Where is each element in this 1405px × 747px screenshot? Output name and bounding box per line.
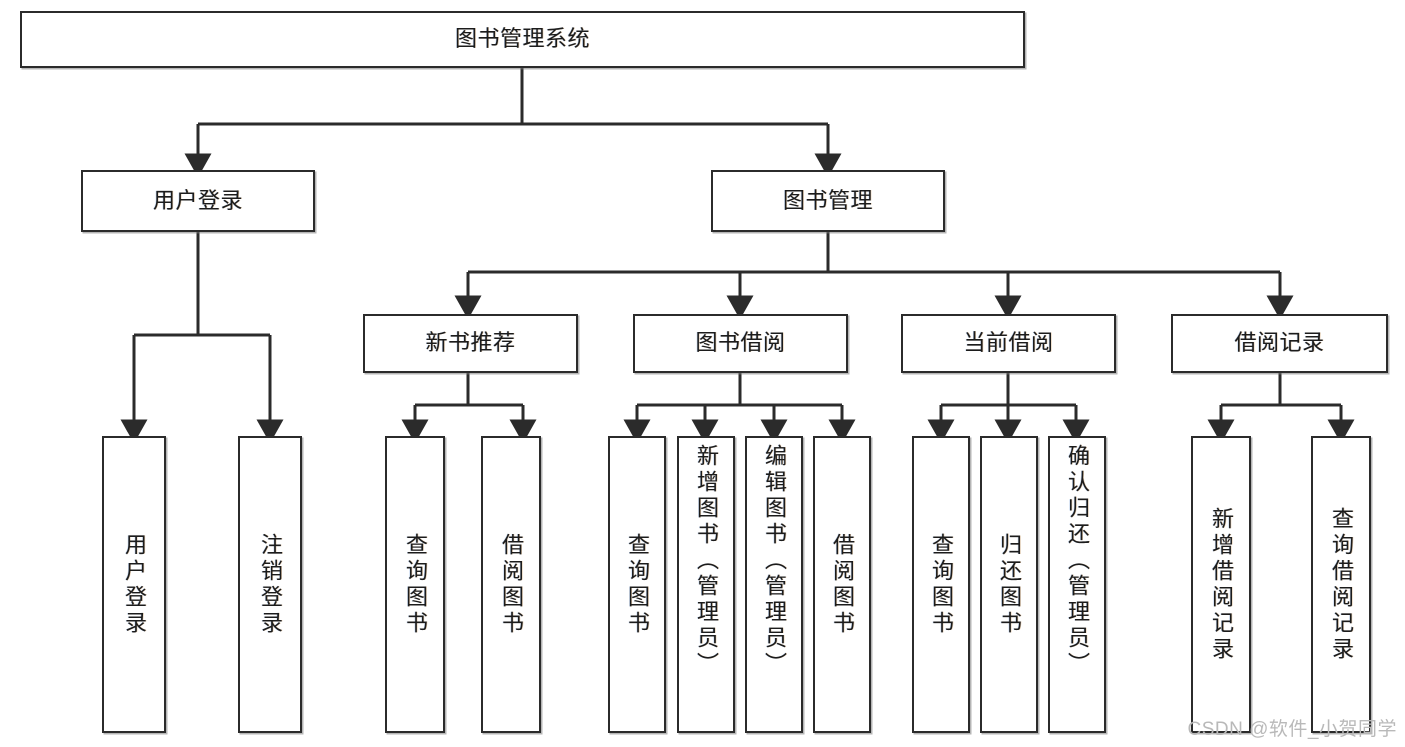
node-borrow-record[interactable]: 借阅记录: [1171, 314, 1388, 373]
node-new-book-recommend[interactable]: 新书推荐: [363, 314, 578, 373]
node-leaf-add-record-label: 新增借阅记录: [1209, 506, 1234, 663]
node-leaf-logout[interactable]: 注销登录: [238, 436, 302, 733]
node-borrow-record-label: 借阅记录: [1234, 330, 1325, 356]
node-leaf-user-login[interactable]: 用户登录: [102, 436, 166, 733]
node-book-borrow[interactable]: 图书借阅: [633, 314, 848, 373]
node-leaf-borrow-book-2[interactable]: 借阅图书: [813, 436, 871, 733]
node-root-title[interactable]: 图书管理系统: [20, 11, 1025, 68]
node-leaf-query-book-1[interactable]: 查询图书: [385, 436, 445, 733]
node-leaf-query-book-2[interactable]: 查询图书: [608, 436, 666, 733]
node-leaf-query-book-2-label: 查询图书: [625, 532, 650, 637]
node-book-management-label: 图书管理: [782, 187, 873, 213]
node-current-borrow[interactable]: 当前借阅: [901, 314, 1116, 373]
node-leaf-confirm-return[interactable]: 确认归还（管理员）: [1048, 436, 1106, 733]
node-leaf-query-book-1-label: 查询图书: [403, 532, 428, 637]
node-leaf-logout-label: 注销登录: [258, 532, 283, 637]
node-leaf-borrow-book-2-label: 借阅图书: [830, 532, 855, 637]
node-leaf-return-book[interactable]: 归还图书: [980, 436, 1038, 733]
node-book-borrow-label: 图书借阅: [695, 330, 786, 356]
node-leaf-add-book-label: 新增图书（管理员）: [694, 444, 719, 678]
node-root-title-label: 图书管理系统: [454, 26, 590, 52]
node-leaf-borrow-book-1[interactable]: 借阅图书: [481, 436, 541, 733]
node-leaf-edit-book-label: 编辑图书（管理员）: [762, 444, 787, 678]
node-leaf-add-book[interactable]: 新增图书（管理员）: [677, 436, 735, 733]
node-leaf-confirm-return-label: 确认归还（管理员）: [1065, 444, 1090, 678]
node-current-borrow-label: 当前借阅: [963, 330, 1054, 356]
node-leaf-query-record[interactable]: 查询借阅记录: [1311, 436, 1371, 733]
node-leaf-borrow-book-1-label: 借阅图书: [499, 532, 524, 637]
node-leaf-query-book-3-label: 查询图书: [929, 532, 954, 637]
node-new-book-recommend-label: 新书推荐: [425, 330, 516, 356]
node-user-login[interactable]: 用户登录: [81, 170, 315, 232]
node-leaf-query-book-3[interactable]: 查询图书: [912, 436, 970, 733]
node-leaf-add-record[interactable]: 新增借阅记录: [1191, 436, 1251, 733]
node-leaf-edit-book[interactable]: 编辑图书（管理员）: [745, 436, 803, 733]
node-leaf-query-record-label: 查询借阅记录: [1329, 506, 1354, 663]
node-book-management[interactable]: 图书管理: [711, 170, 945, 232]
node-user-login-label: 用户登录: [152, 187, 243, 213]
node-leaf-user-login-label: 用户登录: [122, 532, 147, 637]
node-leaf-return-book-label: 归还图书: [997, 532, 1022, 637]
